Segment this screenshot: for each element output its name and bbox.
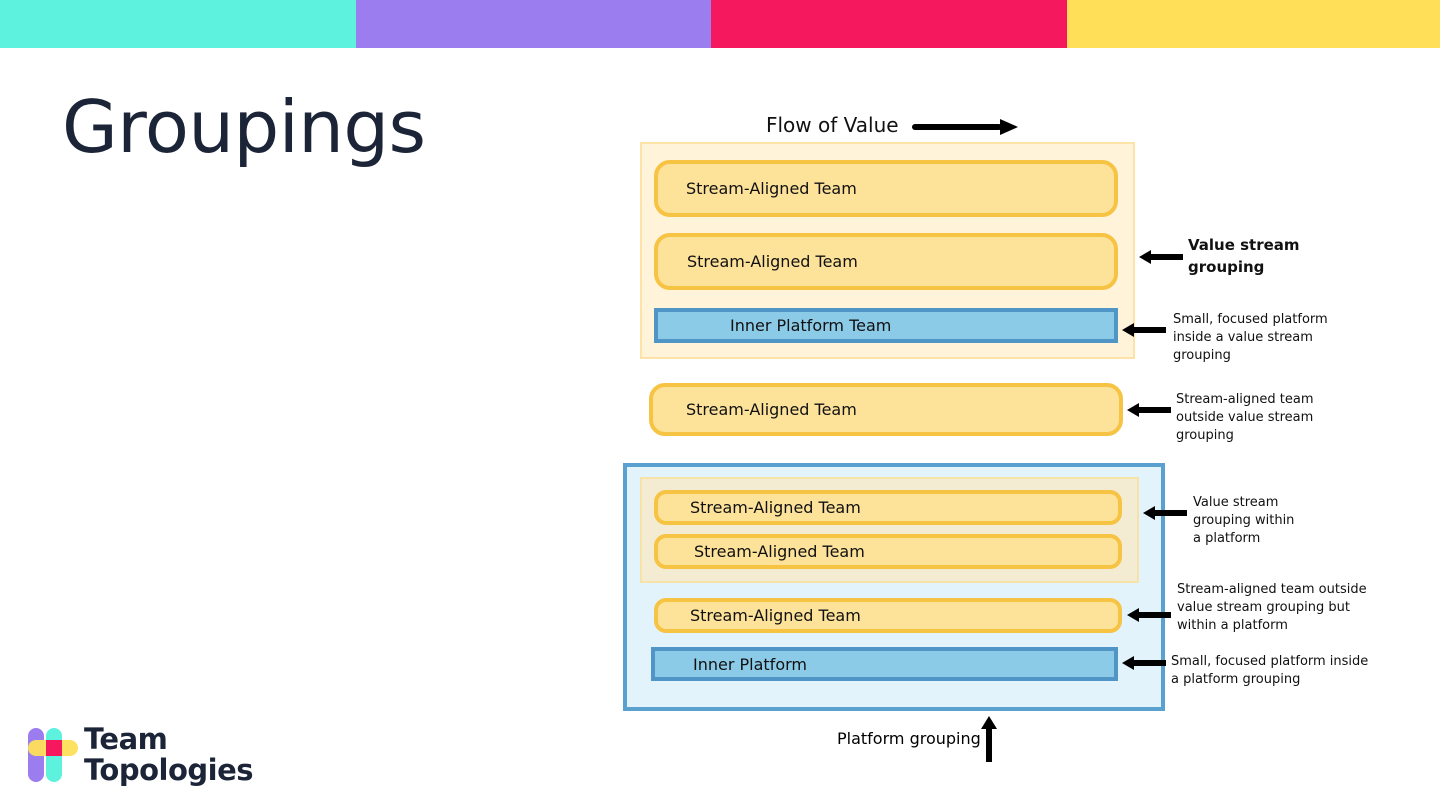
arrow-left-icon: [1143, 506, 1187, 520]
logo-line-1: Team: [84, 722, 168, 756]
team-label: Stream-Aligned Team: [686, 400, 857, 419]
logo-line-2: Topologies: [84, 753, 254, 787]
team-label: Inner Platform Team: [730, 316, 892, 335]
team-label: Stream-Aligned Team: [694, 542, 865, 561]
stream-aligned-team-box: Stream-Aligned Team: [654, 233, 1118, 290]
platform-grouping-label: Platform grouping: [837, 729, 981, 748]
arrow-left-icon: [1139, 250, 1183, 264]
stream-aligned-team-box: Stream-Aligned Team: [654, 598, 1122, 633]
annotation-value-stream-within-platform: Value stream grouping within a platform: [1193, 495, 1295, 546]
annotation-stream-team-outside-value-stream: Stream-aligned team outside value stream…: [1176, 392, 1314, 443]
team-label: Stream-Aligned Team: [687, 252, 858, 271]
annotation-value-stream-grouping: Value stream grouping: [1188, 236, 1300, 276]
top-color-bar: [0, 0, 1440, 48]
team-label: Stream-Aligned Team: [690, 498, 861, 517]
inner-platform-box: Inner Platform: [651, 647, 1118, 681]
stream-aligned-team-box: Stream-Aligned Team: [654, 490, 1122, 525]
flow-arrow-right-icon: [912, 119, 1018, 135]
arrow-left-icon: [1122, 323, 1166, 337]
standalone-stream-aligned-team-box: Stream-Aligned Team: [649, 383, 1123, 436]
team-label: Stream-Aligned Team: [686, 179, 857, 198]
slide-title: Groupings: [62, 85, 426, 169]
team-label: Stream-Aligned Team: [690, 606, 861, 625]
team-label: Inner Platform: [693, 654, 807, 674]
arrow-left-icon: [1127, 403, 1171, 417]
team-topologies-logo-icon: [28, 728, 78, 782]
arrow-left-icon: [1127, 608, 1171, 622]
annotation-stream-team-within-platform: Stream-aligned team outside value stream…: [1177, 582, 1367, 633]
inner-platform-team-box: Inner Platform Team: [654, 308, 1118, 343]
logo-wordmark: Team Topologies: [84, 722, 254, 787]
color-bar-pink: [711, 0, 1067, 48]
arrow-left-icon: [1122, 656, 1166, 670]
color-bar-purple: [356, 0, 711, 48]
color-bar-yellow: [1067, 0, 1440, 48]
stream-aligned-team-box: Stream-Aligned Team: [654, 534, 1122, 569]
annotation-small-platform-in-platform: Small, focused platform inside a platfor…: [1171, 654, 1369, 687]
color-bar-teal: [0, 0, 356, 48]
stream-aligned-team-box: Stream-Aligned Team: [654, 160, 1118, 217]
annotation-small-platform-in-value-stream: Small, focused platform inside a value s…: [1173, 312, 1328, 363]
flow-of-value-label: Flow of Value: [766, 113, 899, 137]
arrow-up-icon: [981, 716, 997, 762]
